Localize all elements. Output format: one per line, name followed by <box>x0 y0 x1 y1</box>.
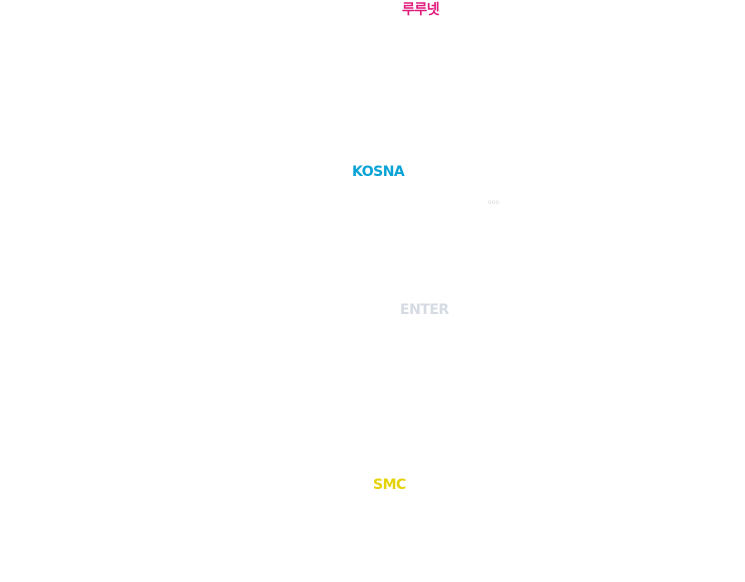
brand-link-kosna[interactable]: KOSNA <box>352 164 405 180</box>
brand-link-enter[interactable]: ENTER <box>400 302 449 318</box>
faint-marker-text: ooo <box>488 199 500 206</box>
brand-link-lurunet[interactable]: 루루넷 <box>402 2 440 18</box>
brand-link-smc[interactable]: SMC <box>373 477 406 493</box>
